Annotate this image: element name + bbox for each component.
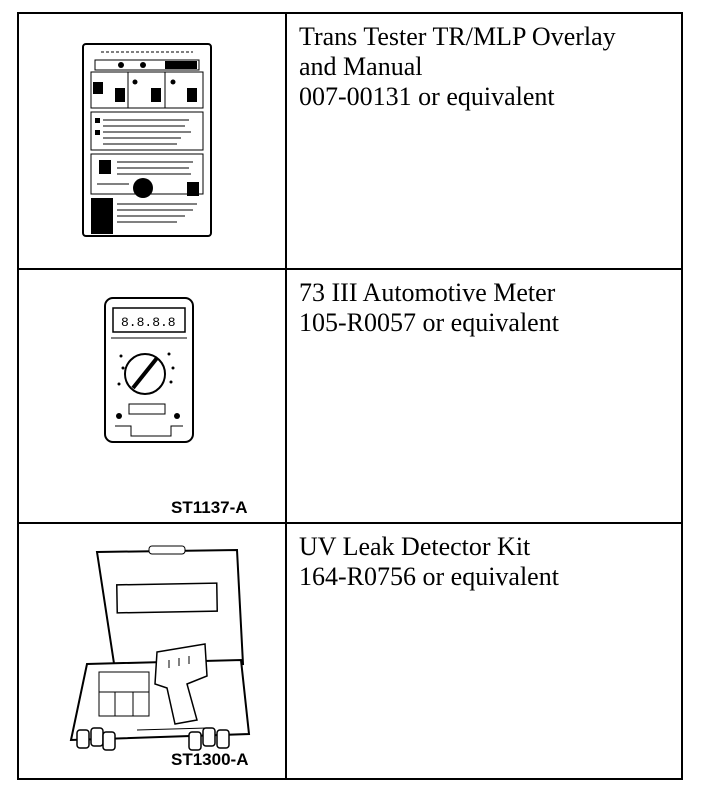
description-line: 73 III Automotive Meter bbox=[299, 278, 556, 307]
table-row: ST1300-A UV Leak Detector Kit 164-R0756 … bbox=[19, 524, 681, 778]
uv-leak-detector-kit-illustration bbox=[69, 545, 251, 751]
description-line: 007-00131 or equivalent bbox=[299, 82, 555, 111]
description-line: UV Leak Detector Kit bbox=[299, 532, 531, 561]
description-line: and Manual bbox=[299, 52, 423, 81]
tool-description: Trans Tester TR/MLP Overlay and Manual 0… bbox=[287, 14, 681, 268]
table-row: 8.8.8.8 ST1137-A 73 III Automotive Meter… bbox=[19, 270, 681, 524]
illustration-cell bbox=[19, 14, 287, 268]
description-line: 164-R0756 or equivalent bbox=[299, 562, 559, 591]
svg-text:8.8.8.8: 8.8.8.8 bbox=[121, 315, 176, 330]
tool-description: UV Leak Detector Kit 164-R0756 or equiva… bbox=[287, 524, 681, 778]
trans-tester-overlay-illustration bbox=[82, 43, 212, 237]
tool-table: Trans Tester TR/MLP Overlay and Manual 0… bbox=[17, 12, 683, 780]
automotive-meter-illustration: 8.8.8.8 bbox=[104, 297, 194, 443]
figure-code: ST1300-A bbox=[171, 750, 249, 769]
description-line: Trans Tester TR/MLP Overlay bbox=[299, 22, 616, 51]
description-line: 105-R0057 or equivalent bbox=[299, 308, 559, 337]
tool-description: 73 III Automotive Meter 105-R0057 or equ… bbox=[287, 270, 681, 522]
figure-code: ST1137-A bbox=[171, 498, 248, 517]
illustration-cell: 8.8.8.8 ST1137-A bbox=[19, 270, 287, 522]
illustration-cell: ST1300-A bbox=[19, 524, 287, 778]
table-row: Trans Tester TR/MLP Overlay and Manual 0… bbox=[19, 14, 681, 270]
